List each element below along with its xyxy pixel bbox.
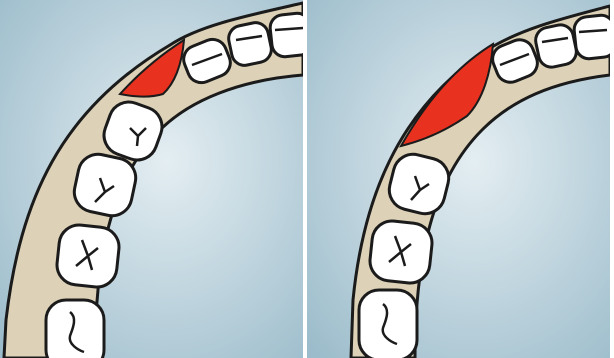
molar-tooth	[359, 290, 417, 358]
left-panel	[0, 0, 303, 358]
molar-tooth	[46, 300, 104, 358]
right-dental-arch-illustration	[307, 0, 610, 358]
incisor-tooth	[573, 14, 610, 60]
incisor-tooth	[226, 20, 273, 67]
left-dental-arch-illustration	[0, 0, 303, 358]
right-panel	[307, 0, 610, 358]
incisor-tooth	[533, 22, 578, 69]
incisor-tooth	[269, 12, 303, 58]
